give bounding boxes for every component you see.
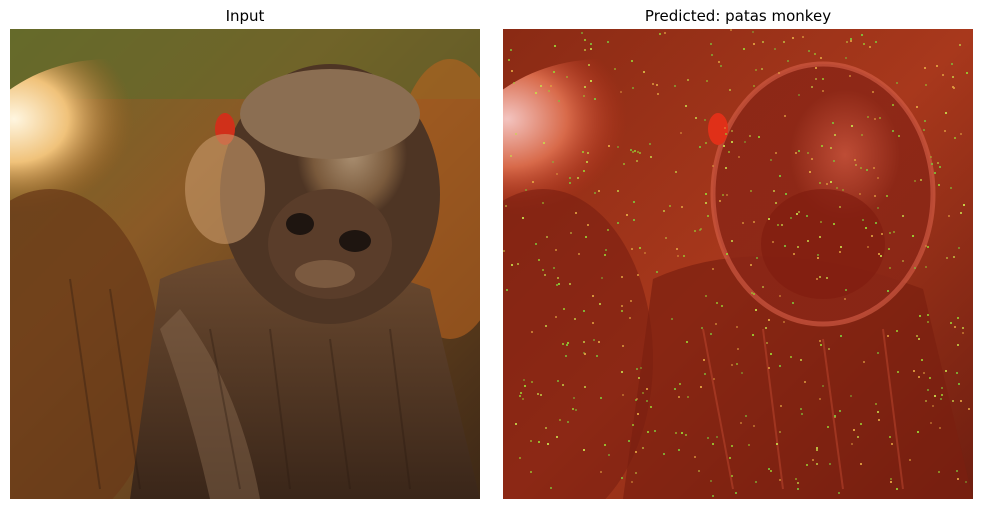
input-panel: Input [10,0,480,510]
saliency-speckles [503,29,970,497]
input-image [10,29,480,499]
prediction-panel-title: Predicted: patas monkey [644,7,832,25]
prediction-panel: Predicted: patas monkey [503,0,973,510]
input-panel-title: Input [225,7,265,25]
saliency-overlay-image [503,29,973,499]
